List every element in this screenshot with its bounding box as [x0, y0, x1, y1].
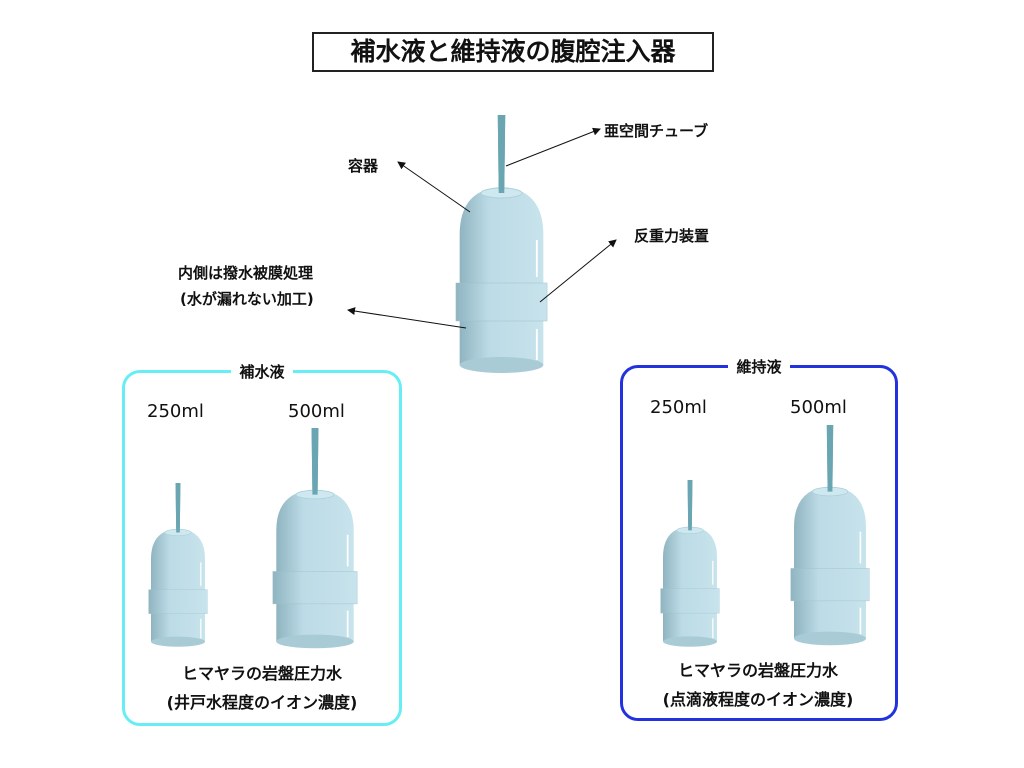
label-antigravity: 反重力装置	[634, 227, 710, 245]
caption-line2: (点滴液程度のイオン濃度)	[662, 690, 854, 709]
volume-label: 250ml	[650, 397, 707, 418]
arrow-inner-coating	[347, 307, 467, 329]
label-inner-line2: (水が漏れない加工)	[180, 290, 314, 308]
label-tube: 亜空間チューブ	[604, 122, 709, 140]
maintenance-fluid-box: 維持液	[620, 358, 898, 721]
caption-line1: ヒマヤラの岩盤圧力水	[181, 664, 342, 683]
volume-label: 500ml	[288, 401, 345, 422]
caption-line1: ヒマヤラの岩盤圧力水	[677, 661, 838, 680]
page-title: 補水液と維持液の腹腔注入器	[312, 32, 714, 72]
arrow-tube	[505, 127, 601, 167]
volume-label: 500ml	[790, 397, 847, 418]
main-injector	[455, 115, 548, 374]
label-inner-line1: 内側は撥水被膜処理	[178, 264, 314, 282]
box-title: 維持液	[728, 358, 790, 376]
label-container: 容器	[348, 157, 379, 175]
arrow-container	[397, 161, 471, 213]
arrow-antigravity	[539, 239, 617, 303]
hydration-fluid-box: 補水液	[122, 363, 402, 726]
caption-line2: (井戸水程度のイオン濃度)	[166, 693, 358, 712]
volume-label: 250ml	[147, 401, 204, 422]
box-title: 補水液	[231, 363, 293, 381]
